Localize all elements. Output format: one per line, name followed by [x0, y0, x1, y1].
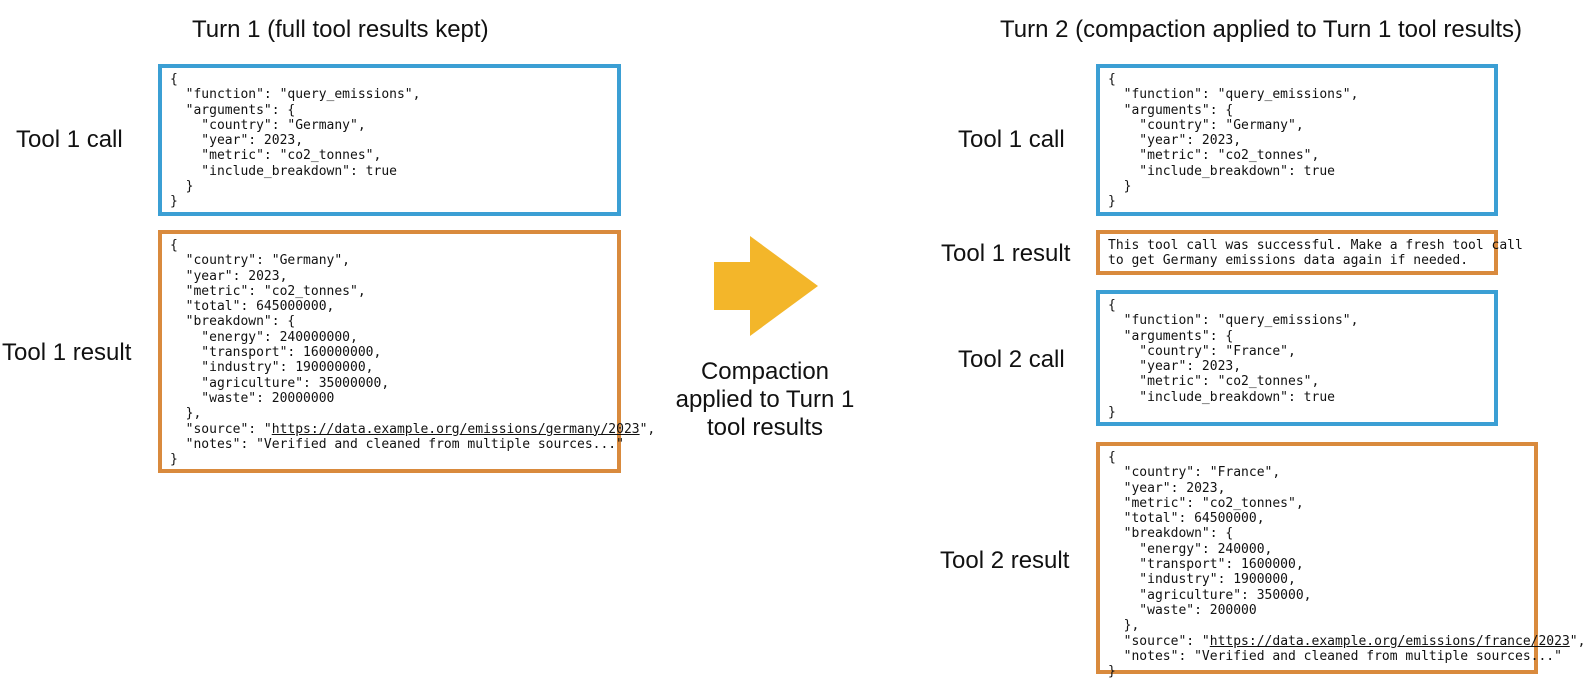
turn2-tool2-result-head: { "country": "France", "year": 2023, "me…: [1108, 450, 1312, 649]
turn1-tool1-result-box: { "country": "Germany", "year": 2023, "m…: [158, 230, 655, 473]
turn2-tool1-call-label: Tool 1 call: [958, 126, 1065, 153]
turn1-title: Turn 1 (full tool results kept): [192, 16, 489, 43]
turn2-tool2-result-url: https://data.example.org/emissions/franc…: [1209, 633, 1570, 649]
turn1-tool1-result-label: Tool 1 result: [2, 339, 132, 366]
turn1-tool1-result-tail: ", "notes": "Verified and cleaned from m…: [170, 421, 656, 468]
right-arrow-icon: [714, 236, 818, 336]
turn1-tool1-call-box: { "function": "query_emissions", "argume…: [158, 64, 621, 216]
turn1-tool1-result-url: https://data.example.org/emissions/germa…: [271, 421, 640, 437]
compaction-caption-line-3: tool results: [706, 414, 824, 441]
compaction-caption-line-2: applied to Turn 1: [675, 386, 855, 413]
turn1-tool1-result-code: { "country": "Germany", "year": 2023, "m…: [162, 234, 655, 467]
turn1-tool1-call-label: Tool 1 call: [16, 126, 123, 153]
right-arrow-shape: [714, 236, 818, 336]
turn2-tool2-result-code: { "country": "France", "year": 2023, "me…: [1100, 446, 1585, 679]
turn2-tool2-call-code: { "function": "query_emissions", "argume…: [1108, 298, 1359, 421]
compaction-caption: Compaction applied to Turn 1 tool result…: [660, 358, 870, 442]
turn2-tool2-result-label: Tool 2 result: [940, 547, 1070, 574]
turn2-tool2-result-tail: ", "notes": "Verified and cleaned from m…: [1108, 633, 1585, 680]
turn2-tool1-result-compacted: This tool call was successful. Make a fr…: [1108, 238, 1523, 269]
turn2-tool1-call-code: { "function": "query_emissions", "argume…: [1108, 72, 1359, 210]
turn2-tool1-result-box: This tool call was successful. Make a fr…: [1096, 230, 1523, 275]
turn1-tool1-result-head: { "country": "Germany", "year": 2023, "m…: [170, 238, 390, 437]
turn2-title: Turn 2 (compaction applied to Turn 1 too…: [1000, 16, 1523, 43]
turn2-tool2-call-box: { "function": "query_emissions", "argume…: [1096, 290, 1498, 426]
turn2-tool1-call-box: { "function": "query_emissions", "argume…: [1096, 64, 1498, 216]
turn1-tool1-call-code: { "function": "query_emissions", "argume…: [170, 72, 421, 210]
compaction-caption-line-1: Compaction: [700, 358, 830, 385]
turn2-tool1-result-label: Tool 1 result: [941, 240, 1071, 267]
turn2-tool2-result-box: { "country": "France", "year": 2023, "me…: [1096, 442, 1585, 679]
turn2-tool2-call-label: Tool 2 call: [958, 346, 1065, 373]
